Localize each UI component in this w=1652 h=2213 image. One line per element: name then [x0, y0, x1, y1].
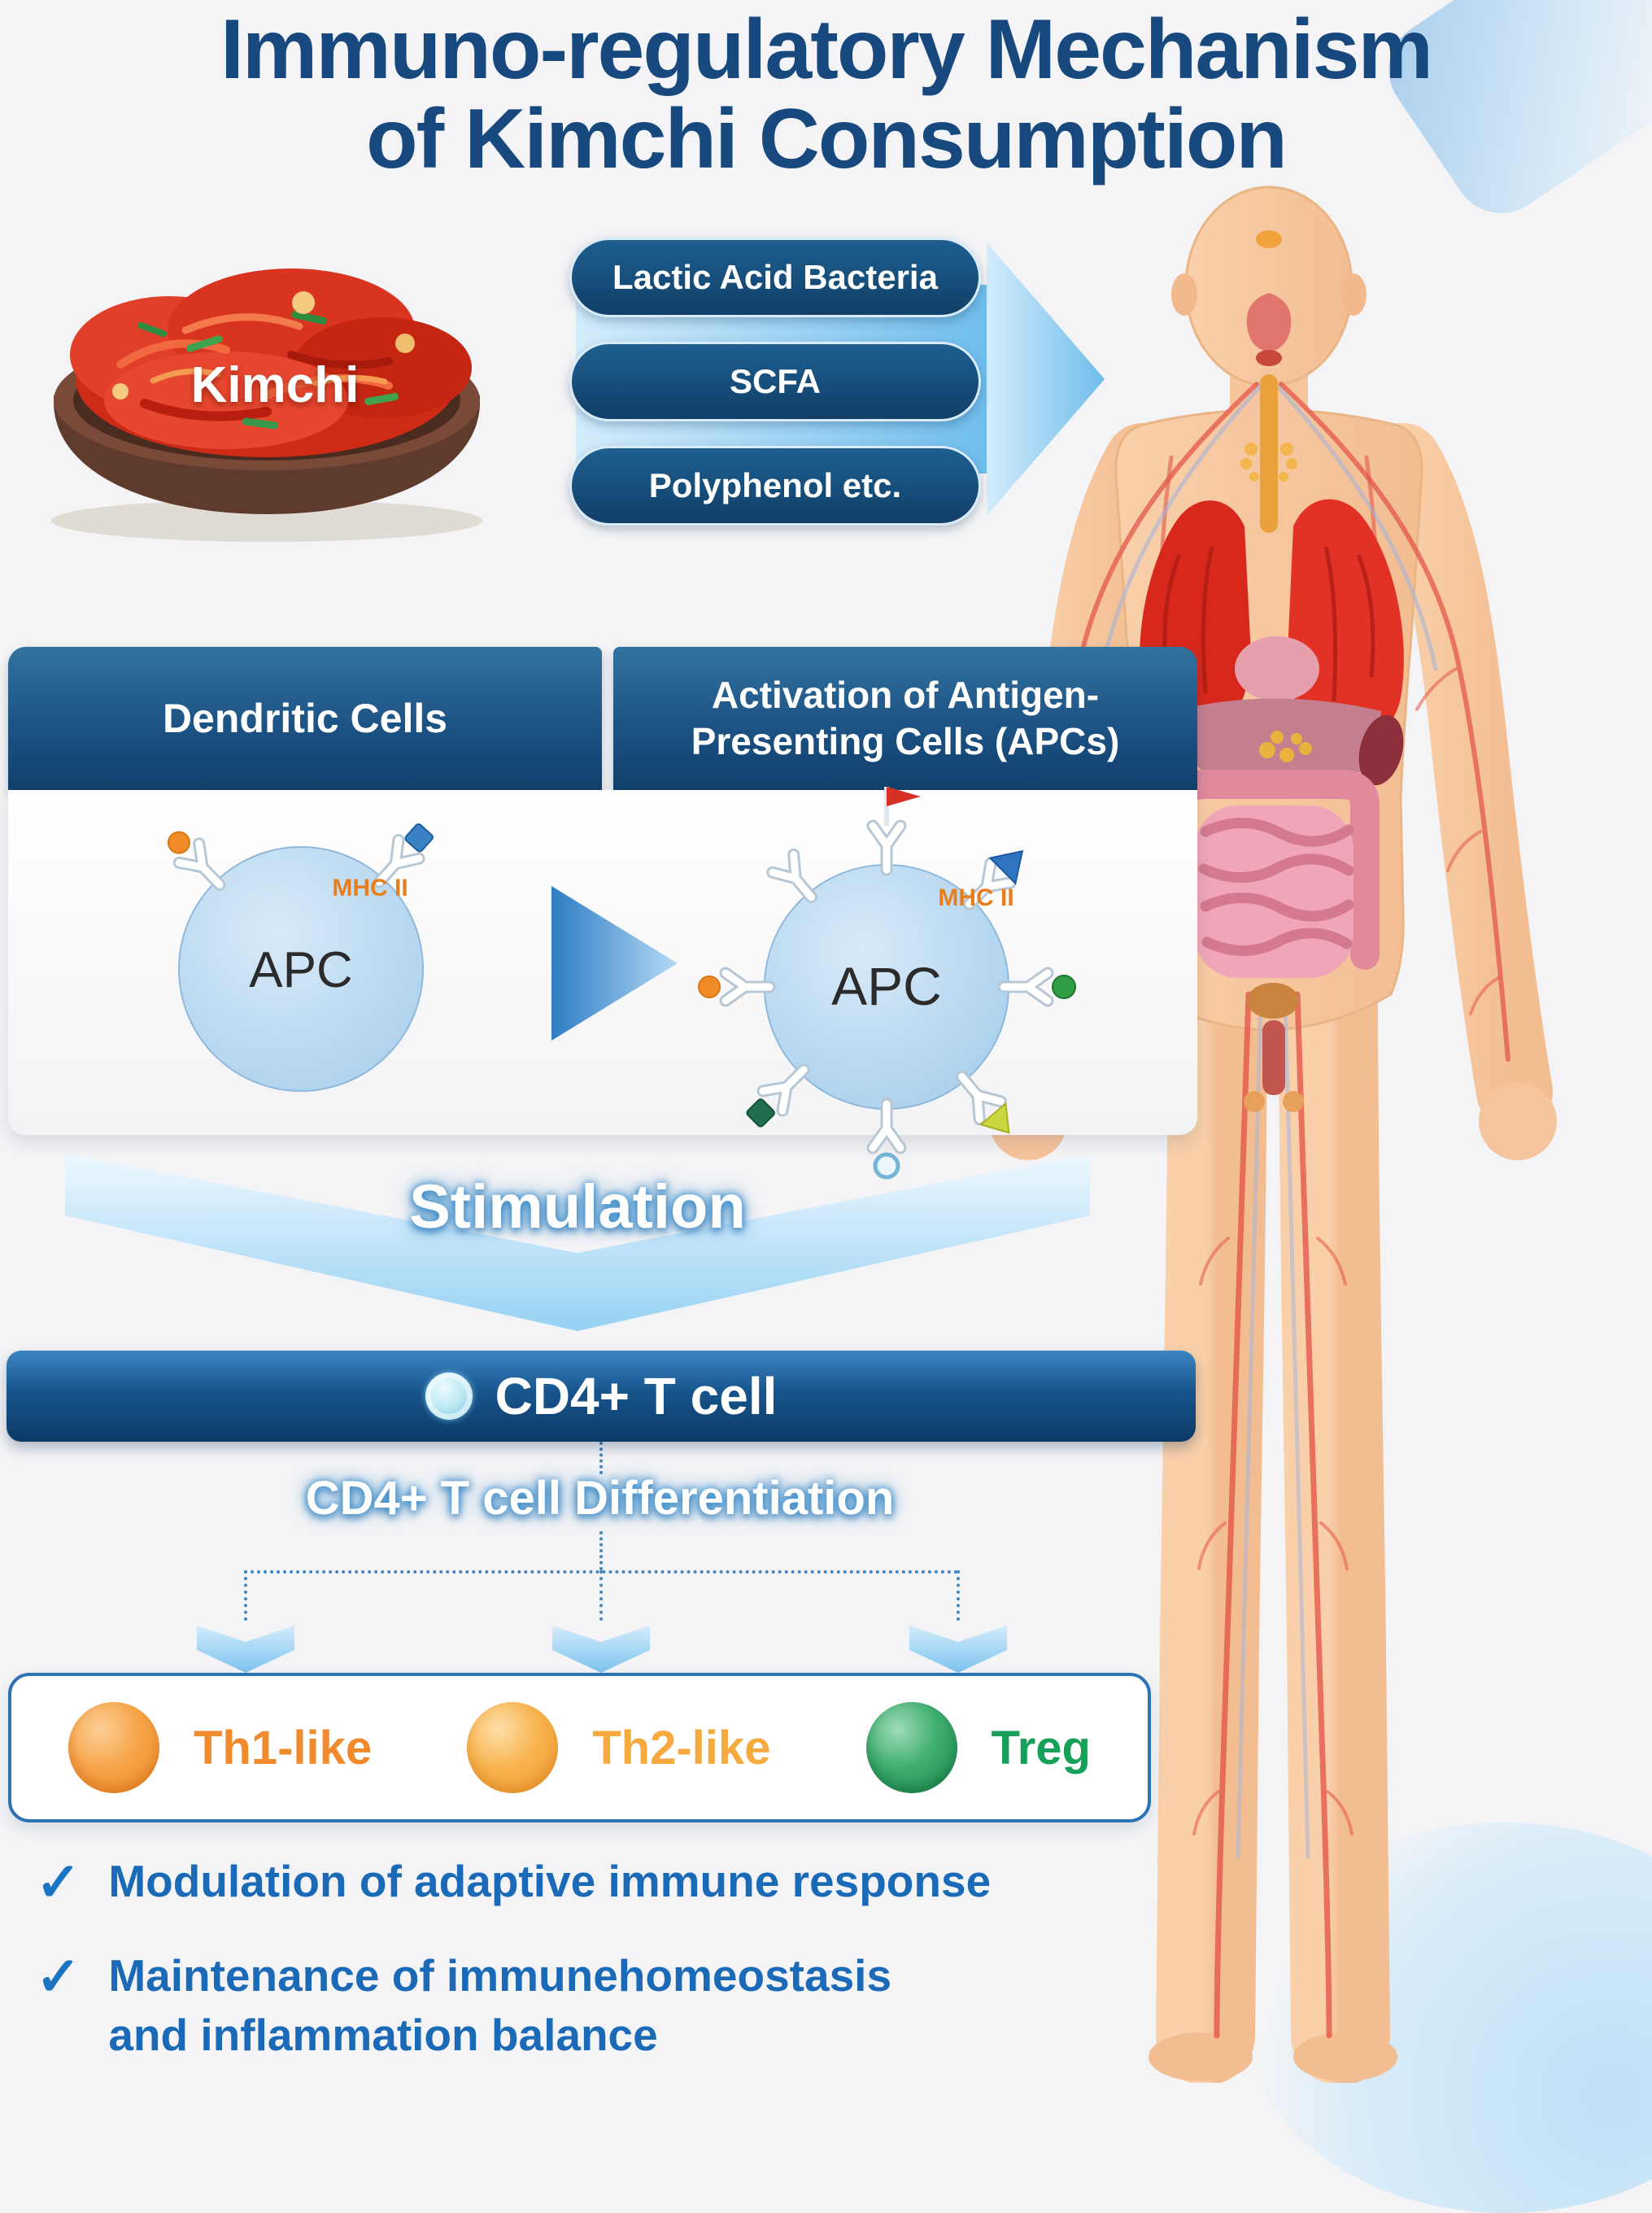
cell-item-th2: Th2-like	[467, 1702, 770, 1793]
apc-activated-cell: MHC II APC	[698, 787, 1076, 1180]
trachea-icon	[1260, 374, 1278, 533]
left-foot	[1149, 2032, 1253, 2081]
cd4-banner-label: CD4+ T cell	[495, 1367, 778, 1425]
pelvic-gland-right-icon	[1283, 1091, 1304, 1112]
kimchi-label: Kimchi	[190, 357, 360, 413]
branch-left-drop	[244, 1570, 247, 1621]
down-chevron-icon	[65, 1154, 1090, 1331]
connector-label-to-branch	[599, 1531, 603, 1570]
antigen-red-flag-icon	[884, 787, 921, 826]
th2-cell-icon	[467, 1702, 559, 1793]
mhc-ii-label: MHC II	[332, 875, 408, 901]
pancreas-icon	[1259, 731, 1312, 762]
thyroid-icon	[1240, 443, 1297, 482]
branch-right-drop	[957, 1570, 960, 1621]
kimchi-bowl-icon	[51, 268, 482, 542]
lung-streaks	[1162, 546, 1375, 702]
antigen-lightblue-ring-icon	[873, 1152, 900, 1180]
antigen-orange-circle-icon	[698, 976, 721, 998]
mhc-ii-label: MHC II	[938, 884, 1013, 911]
apc-resting-cell: MHC II APC	[167, 823, 434, 1092]
treg-cell-icon	[865, 1702, 957, 1793]
right-leg	[1279, 928, 1390, 2085]
page-title: Immuno-regulatory Mechanism of Kimchi Co…	[0, 2, 1652, 187]
nasal-cavity-icon	[1246, 293, 1292, 352]
kidney-icon	[1358, 714, 1404, 786]
stimulation-label: Stimulation	[409, 1172, 746, 1242]
outcome-text: Maintenance of immunehomeostasis and inf…	[108, 1950, 892, 2060]
t-cell-subtypes-box: Th1-like Th2-like Treg	[8, 1673, 1151, 1822]
t-cell-icon	[425, 1373, 473, 1420]
checkmark-icon: ✓	[36, 1852, 81, 1912]
cd4-t-cell-banner: CD4+ T cell	[7, 1351, 1196, 1442]
left-ear	[1171, 273, 1197, 316]
antigen-darkgreen-square-icon	[746, 1098, 775, 1128]
apc-label: APC	[249, 942, 352, 998]
right-hand	[1479, 1082, 1557, 1160]
factor-label: Polyphenol etc.	[648, 466, 902, 504]
cell-item-th1: Th1-like	[68, 1702, 372, 1793]
tongue-icon	[1256, 350, 1282, 366]
antigen-blue-triangle-icon	[988, 849, 1024, 885]
apc-activation-panel: Dendritic Cells Activation of Antigen- P…	[8, 647, 1197, 1180]
apc-label: APC	[831, 956, 942, 1016]
outcome-item-2: ✓ Maintenance of immunehomeostasis and i…	[36, 1946, 970, 2064]
th2-label: Th2-like	[592, 1721, 771, 1774]
title-line2: of Kimchi Consumption	[366, 92, 1288, 187]
antigen-yellow-triangle-icon	[979, 1102, 1010, 1134]
mini-chevron-mid-icon	[552, 1626, 650, 1673]
header-apc-activation-line2: Presenting Cells (APCs)	[691, 720, 1120, 762]
connector-banner-to-label	[599, 1442, 603, 1474]
pelvic-gland-left-icon	[1244, 1091, 1265, 1112]
antigen-blue-cube-icon	[404, 823, 434, 853]
apc-panel-body: MHC II APC	[8, 787, 1197, 1180]
kimchi-factors: Lactic Acid Bacteria SCFA Polyphenol etc…	[569, 238, 1106, 526]
branch-mid-drop	[599, 1570, 603, 1621]
factor-pill-scfa: SCFA	[569, 342, 981, 421]
apc-panel-headers: Dendritic Cells Activation of Antigen- P…	[8, 647, 1197, 790]
cell-item-treg: Treg	[865, 1702, 1092, 1793]
kimchi-illustration: Kimchi	[23, 194, 511, 543]
header-dendritic-cells-label: Dendritic Cells	[162, 696, 448, 741]
th1-label: Th1-like	[194, 1721, 373, 1774]
factor-label: Lactic Acid Bacteria	[612, 258, 938, 296]
heart-icon	[1235, 636, 1319, 701]
pelvic-organ-icon	[1262, 1020, 1285, 1095]
treg-label: Treg	[991, 1721, 1092, 1774]
activation-arrow-icon	[551, 886, 678, 1041]
antigen-green-circle-icon	[1052, 975, 1076, 999]
right-lung-icon	[1288, 499, 1404, 744]
stimulation-arrow: Stimulation	[65, 1149, 1090, 1340]
cd4-differentiation-label: CD4+ T cell Differentiation	[305, 1472, 895, 1525]
outcome-text: Modulation of adaptive immune response	[108, 1856, 992, 1906]
left-leg	[1156, 928, 1267, 2085]
factor-pill-lactic-acid: Lactic Acid Bacteria	[569, 238, 981, 317]
right-ear	[1340, 273, 1366, 316]
right-foot	[1293, 2032, 1397, 2081]
header-apc-activation: Activation of Antigen- Presenting Cells …	[613, 647, 1197, 790]
factor-label: SCFA	[729, 362, 821, 400]
title-line1: Immuno-regulatory Mechanism	[220, 2, 1433, 97]
checkmark-icon: ✓	[36, 1946, 81, 2006]
right-arm	[1365, 423, 1553, 1130]
outcome-item-1: ✓ Modulation of adaptive immune response	[36, 1852, 991, 1911]
factor-pill-polyphenol: Polyphenol etc.	[569, 446, 981, 526]
brain-gland-icon	[1256, 230, 1282, 248]
header-dendritic-cells: Dendritic Cells	[8, 647, 602, 790]
mini-chevron-left-icon	[197, 1626, 294, 1673]
bladder-icon	[1247, 983, 1299, 1019]
antigen-orange-circle-icon	[167, 831, 190, 854]
header-apc-activation-line1: Activation of Antigen-	[711, 673, 1100, 716]
th1-cell-icon	[68, 1702, 159, 1793]
mini-chevron-right-icon	[909, 1626, 1007, 1673]
